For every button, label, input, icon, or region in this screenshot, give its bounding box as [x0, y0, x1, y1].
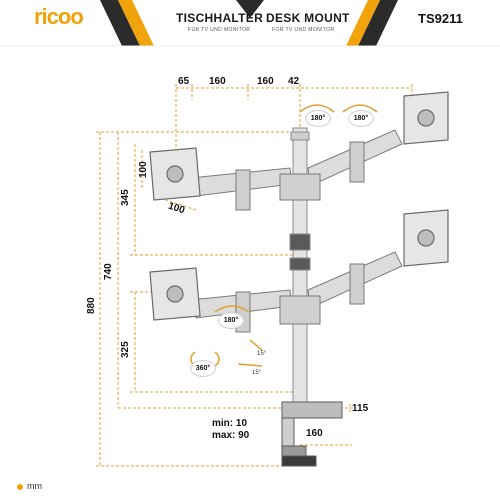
- dim-325: 325: [120, 341, 131, 358]
- angle-down-label: 15°: [252, 370, 262, 376]
- vesa-plate-lower-right: [403, 209, 449, 267]
- upper-arms: [189, 129, 403, 211]
- dim-clamp-depth: 115: [352, 403, 369, 414]
- brand-logo: ricoo: [34, 4, 84, 29]
- dim-740: 740: [103, 263, 114, 280]
- title-english: DESK MOUNT: [266, 11, 350, 25]
- vesa-plate-upper-right: [403, 91, 449, 145]
- rotation-badge-top-right: 180°: [348, 110, 374, 127]
- unit-legend: mm: [17, 481, 42, 491]
- header-band: [0, 0, 500, 46]
- dim-vesa-vertical: 100: [138, 161, 149, 178]
- model-number: TS9211: [418, 11, 463, 26]
- rotation-badge-tilt: 360°: [190, 360, 216, 377]
- dimension-lines: [96, 84, 413, 467]
- clamp-max: max: 90: [212, 430, 250, 441]
- dim-345: 345: [120, 189, 131, 206]
- header: ricoo TISCHHALTER FÜR TV UND MONITOR DES…: [0, 0, 500, 46]
- subtitle-english: FOR TV UND MONITOR: [272, 27, 335, 33]
- unit-dot-icon: [17, 483, 23, 490]
- desk-clamp: [281, 401, 343, 467]
- rotation-badge-lower: 180°: [218, 312, 244, 329]
- dim-top-160-b: 160: [257, 76, 274, 87]
- vesa-plate-upper-left: [149, 147, 201, 201]
- subtitle-german: FÜR TV UND MONITOR: [188, 27, 251, 33]
- pole: [289, 127, 311, 407]
- unit-label: mm: [27, 481, 42, 491]
- lower-arms: [189, 251, 403, 333]
- dim-880: 880: [86, 297, 97, 314]
- dim-top-160-a: 160: [209, 76, 226, 87]
- clamp-min: min: 10: [212, 418, 248, 429]
- title-german: TISCHHALTER: [176, 11, 264, 25]
- dim-clamp-width: 160: [306, 428, 323, 439]
- dim-top-65: 65: [178, 76, 190, 87]
- vesa-plate-lower-left: [149, 267, 201, 321]
- angle-up-label: 15°: [257, 351, 267, 357]
- rotation-badge-top-left: 180°: [305, 110, 331, 127]
- clamp-range: min: 10 max: 90: [212, 418, 249, 442]
- dim-top-42: 42: [288, 76, 300, 87]
- rotation-arrows: [190, 104, 378, 370]
